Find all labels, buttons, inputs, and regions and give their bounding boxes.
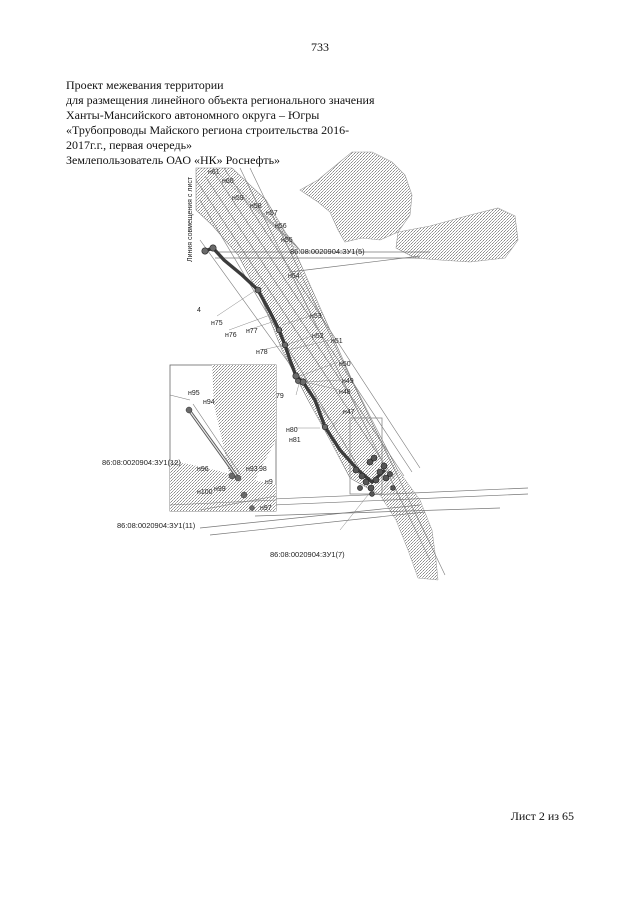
point-label: н97 <box>260 505 272 512</box>
route-points <box>201 244 329 431</box>
inset-pipe-inner <box>188 409 239 479</box>
point-label: н60 <box>222 178 234 185</box>
corridor-lower <box>379 469 439 581</box>
point-label: н81 <box>289 437 301 444</box>
page-number: 733 <box>311 40 329 54</box>
point-label: н77 <box>246 328 258 335</box>
point-label: н51 <box>331 338 343 345</box>
header-line: Проект межевания территории <box>66 78 224 92</box>
point-label: н95 <box>188 390 200 397</box>
parcel-label: 86:08:0020904:ЗУ1(12) <box>102 458 181 467</box>
point-label: н94 <box>203 399 215 406</box>
point-label: н49 <box>342 378 354 385</box>
parcel-label: 86:08:0020904:ЗУ1(11) <box>117 521 196 530</box>
point-label: н61 <box>208 169 220 176</box>
land-area-upper <box>299 151 413 243</box>
header-line: Землепользователь ОАО «НК» Роснефть» <box>66 153 281 167</box>
point-label: н80 <box>286 427 298 434</box>
sheet-counter: Лист 2 из 65 <box>510 809 574 823</box>
point-label: н100 <box>197 489 213 496</box>
inset-points <box>185 406 255 511</box>
inset-fill-right <box>212 365 276 490</box>
point-label: н50 <box>339 361 351 368</box>
stray-mark: 4 <box>197 307 201 314</box>
pipeline-route <box>204 246 387 485</box>
point-labels: н61 н60 н59 н58 н57 н56 н55 н54 н53 н52 … <box>188 169 355 512</box>
point-label: н57 <box>266 210 278 217</box>
point-label: 98 <box>259 466 267 473</box>
point-label: н48 <box>339 389 351 396</box>
inset-fill-bottom <box>170 460 276 511</box>
point-label: н96 <box>197 466 209 473</box>
point-label: 79 <box>276 393 284 400</box>
document-header: Проект межевания территории для размещен… <box>66 78 426 168</box>
road-lines <box>199 251 529 536</box>
header-line: «Трубопроводы Майского региона строитель… <box>66 123 350 137</box>
vertical-label: Линия совмещения с лист <box>187 176 194 262</box>
point-label: н47 <box>343 409 355 416</box>
leader-lines <box>216 174 373 531</box>
land-area-right <box>395 207 519 263</box>
header-line: Ханты-Мансийского автономного округа – Ю… <box>66 108 320 122</box>
point-label: н56 <box>275 223 287 230</box>
point-label: н58 <box>250 203 262 210</box>
point-label: н93 <box>246 466 258 473</box>
point-label: н55 <box>281 237 293 244</box>
header-line: 2017г.г., первая очередь» <box>66 138 193 152</box>
parcel-labels: 86:08:0020904:ЗУ1(5) 86:08:0020904:ЗУ1(1… <box>102 247 365 559</box>
point-label: н76 <box>225 332 237 339</box>
point-label: н78 <box>256 349 268 356</box>
point-label: н59 <box>232 195 244 202</box>
detail-frame-right <box>349 417 383 495</box>
parcel-label: 86:08:0020904:ЗУ1(7) <box>270 550 345 559</box>
point-label: н75 <box>211 320 223 327</box>
point-label: н99 <box>214 486 226 493</box>
header-line: для размещения линейного объекта региона… <box>66 93 375 107</box>
point-label: н9 <box>265 479 273 486</box>
point-label: н52 <box>312 333 324 340</box>
route-cluster <box>352 454 396 497</box>
point-label: н53 <box>310 313 322 320</box>
parcel-label: 86:08:0020904:ЗУ1(5) <box>290 247 365 256</box>
point-label: н54 <box>288 273 300 280</box>
